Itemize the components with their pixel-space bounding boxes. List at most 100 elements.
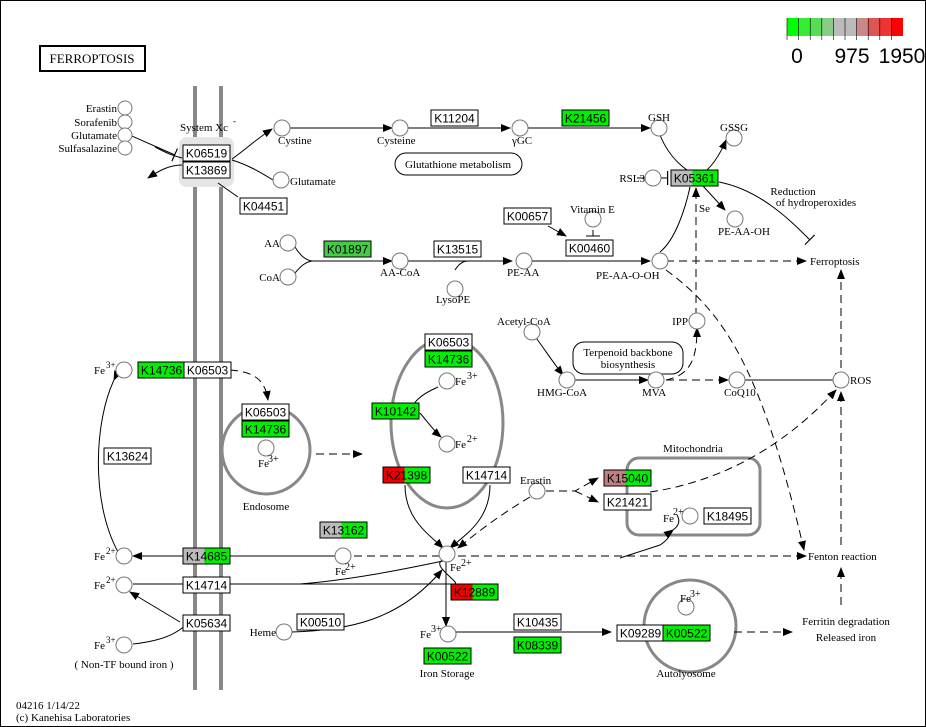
compound-acetyl-coa[interactable] xyxy=(523,323,541,341)
svg-text:Autolyosome: Autolyosome xyxy=(656,668,715,680)
gene-k10142[interactable]: K10142 xyxy=(371,402,420,420)
compound-fe2-cytosol[interactable] xyxy=(334,547,352,565)
gene-k13515[interactable]: K13515 xyxy=(433,240,482,258)
gene-k00522[interactable]: K00522 xyxy=(662,624,711,642)
compound-coa[interactable] xyxy=(279,268,297,286)
compound-pe-aa-oh[interactable] xyxy=(726,210,744,228)
compound-fe3-endosome[interactable] xyxy=(257,439,275,457)
gene-k11204[interactable]: K11204 xyxy=(430,109,479,127)
legend-cell xyxy=(798,18,811,36)
compound-pe-aa-o-oh[interactable] xyxy=(651,252,669,270)
gene-k14736[interactable]: K14736 xyxy=(424,350,473,368)
gene-k05361[interactable]: K05361 xyxy=(670,169,719,187)
compound-ipp[interactable] xyxy=(688,312,706,330)
compound-gssg[interactable] xyxy=(725,129,743,147)
compound-glutamate-out[interactable] xyxy=(272,171,290,189)
gene-k00522[interactable]: K00522 xyxy=(423,647,472,665)
compound-fe2-lysosome[interactable] xyxy=(438,435,456,453)
gene-label: K09289 xyxy=(620,627,662,641)
gene-label: K14714 xyxy=(466,469,508,483)
gene-k00510[interactable]: K00510 xyxy=(296,613,345,631)
svg-text:Fe: Fe xyxy=(663,513,674,525)
gene-k06503[interactable]: K06503 xyxy=(424,333,473,351)
terpenoid-backbone-link[interactable]: Terpenoid backbone biosynthesis xyxy=(572,341,684,375)
gene-k14714[interactable]: K14714 xyxy=(462,466,511,484)
gene-k06503[interactable]: K06503 xyxy=(241,403,290,421)
gene-k13624[interactable]: K13624 xyxy=(103,447,152,465)
legend-cell xyxy=(810,18,822,36)
gene-k14736[interactable]: K14736 xyxy=(241,420,290,438)
compound-pe-aa[interactable] xyxy=(515,252,533,270)
map-title[interactable]: FERROPTOSIS xyxy=(39,45,146,72)
compound-fe2-mito[interactable] xyxy=(681,507,699,525)
legend-min: 0 xyxy=(791,45,803,68)
compound-mva[interactable] xyxy=(647,371,665,389)
svg-text:-: - xyxy=(233,116,236,126)
compound-coq10[interactable] xyxy=(728,371,746,389)
compound-fe2-out-1[interactable] xyxy=(115,547,133,565)
gene-k05634[interactable]: K05634 xyxy=(182,614,231,632)
compound-fe3-lysosome[interactable] xyxy=(438,372,456,390)
compound-cystine[interactable] xyxy=(273,119,291,137)
gene-k06519[interactable]: K06519 xyxy=(182,144,231,162)
compound-aa-coa[interactable] xyxy=(391,252,409,270)
gene-k00460[interactable]: K00460 xyxy=(565,239,614,257)
compound-gsh[interactable] xyxy=(650,119,668,137)
gene-label: K14736 xyxy=(245,423,287,437)
gene-k06503[interactable]: K06503 xyxy=(183,361,232,379)
svg-text:3+: 3+ xyxy=(690,589,701,600)
compound-ros[interactable] xyxy=(832,371,850,389)
gene-label: K14685 xyxy=(186,550,228,564)
compound-fe2-pool[interactable] xyxy=(438,545,456,563)
compound-lysope[interactable] xyxy=(446,280,464,298)
compound-sorafenib[interactable] xyxy=(117,114,133,130)
gene-k14685[interactable]: K14685 xyxy=(182,547,231,565)
compound-aa[interactable] xyxy=(279,234,297,252)
svg-text:3+: 3+ xyxy=(431,624,442,635)
gene-k13869[interactable]: K13869 xyxy=(182,161,231,179)
compound-fe2-out-2[interactable] xyxy=(115,576,133,594)
gene-label: K21456 xyxy=(565,112,607,126)
legend-cell xyxy=(833,18,845,36)
gene-k09289[interactable]: K09289 xyxy=(616,624,665,642)
legend-cell xyxy=(856,18,869,36)
ferroptosis-outcome: Ferroptosis xyxy=(810,256,860,268)
gene-k12889[interactable]: K12889 xyxy=(450,583,499,601)
gene-k01897[interactable]: K01897 xyxy=(323,240,372,258)
compound-heme[interactable] xyxy=(275,623,293,641)
glutathione-metabolism-link[interactable]: Glutathione metabolism xyxy=(394,152,523,176)
gene-k14714[interactable]: K14714 xyxy=(182,576,231,594)
gene-k13162[interactable]: K13162 xyxy=(319,521,368,539)
compound-fe3-autolysosome[interactable] xyxy=(677,598,695,616)
svg-text:Sorafenib: Sorafenib xyxy=(74,117,117,129)
svg-text:Glutathione metabolism: Glutathione metabolism xyxy=(405,159,511,171)
gene-k10435[interactable]: K10435 xyxy=(513,613,562,631)
gene-k00657[interactable]: K00657 xyxy=(503,207,552,225)
svg-text:Fe: Fe xyxy=(94,640,105,652)
compound-hmg-coa[interactable] xyxy=(558,371,576,389)
compound-fe3-non-tf[interactable] xyxy=(115,636,133,654)
gene-k15040[interactable]: K15040 xyxy=(603,469,652,487)
legend-cell xyxy=(891,18,903,36)
compound-ygc[interactable] xyxy=(511,119,529,137)
compound-fe3-storage[interactable] xyxy=(439,625,457,643)
gene-k04451[interactable]: K04451 xyxy=(239,197,288,215)
compound-vitamin-e[interactable] xyxy=(584,210,602,228)
gene-k14736[interactable]: K14736 xyxy=(137,361,186,379)
svg-text:Fe: Fe xyxy=(450,562,461,574)
compound-rsl3[interactable] xyxy=(644,169,662,187)
gene-k21456[interactable]: K21456 xyxy=(561,109,610,127)
gene-k21421[interactable]: K21421 xyxy=(603,493,652,511)
svg-text:Sulfasalazine: Sulfasalazine xyxy=(58,143,117,155)
compound-fe3-extracellular[interactable] xyxy=(115,361,133,379)
gene-k18495[interactable]: K18495 xyxy=(703,507,752,525)
svg-text:RSL3: RSL3 xyxy=(619,173,645,185)
gene-k08339[interactable]: K08339 xyxy=(513,636,562,654)
compound-cysteine[interactable] xyxy=(391,119,409,137)
compound-sulfasalazine[interactable] xyxy=(117,140,133,156)
compound-erastin[interactable] xyxy=(117,100,133,116)
compound-erastin-2[interactable] xyxy=(528,482,546,500)
compound-glutamate-in[interactable] xyxy=(117,127,133,143)
gene-k21398[interactable]: K21398 xyxy=(382,466,431,484)
gene-label: K06519 xyxy=(186,147,228,161)
